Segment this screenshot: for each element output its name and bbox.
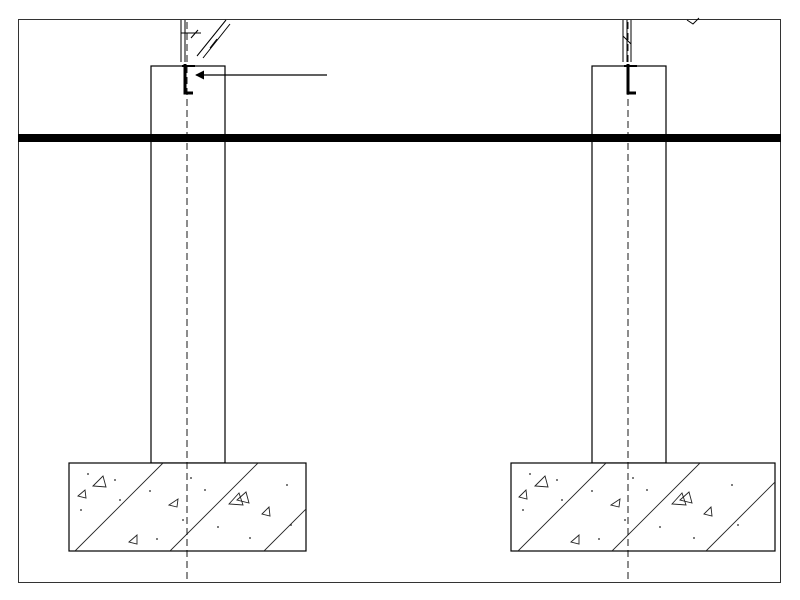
left-footing bbox=[68, 462, 307, 552]
right-footing-hatch bbox=[517, 463, 775, 551]
right-footing bbox=[510, 462, 776, 552]
left-steel-member bbox=[180, 19, 231, 62]
right-footing-aggregate bbox=[518, 473, 739, 545]
left-column bbox=[150, 65, 226, 464]
right-column bbox=[591, 65, 667, 464]
right-anchor-bracket bbox=[626, 64, 636, 95]
left-footing-hatch bbox=[74, 463, 306, 551]
right-pier bbox=[510, 17, 776, 582]
left-anchor-bracket bbox=[183, 64, 193, 95]
right-steel-member bbox=[622, 17, 700, 62]
drawing-frame bbox=[18, 19, 781, 583]
left-pier bbox=[68, 19, 327, 582]
left-footing-aggregate bbox=[77, 473, 292, 545]
